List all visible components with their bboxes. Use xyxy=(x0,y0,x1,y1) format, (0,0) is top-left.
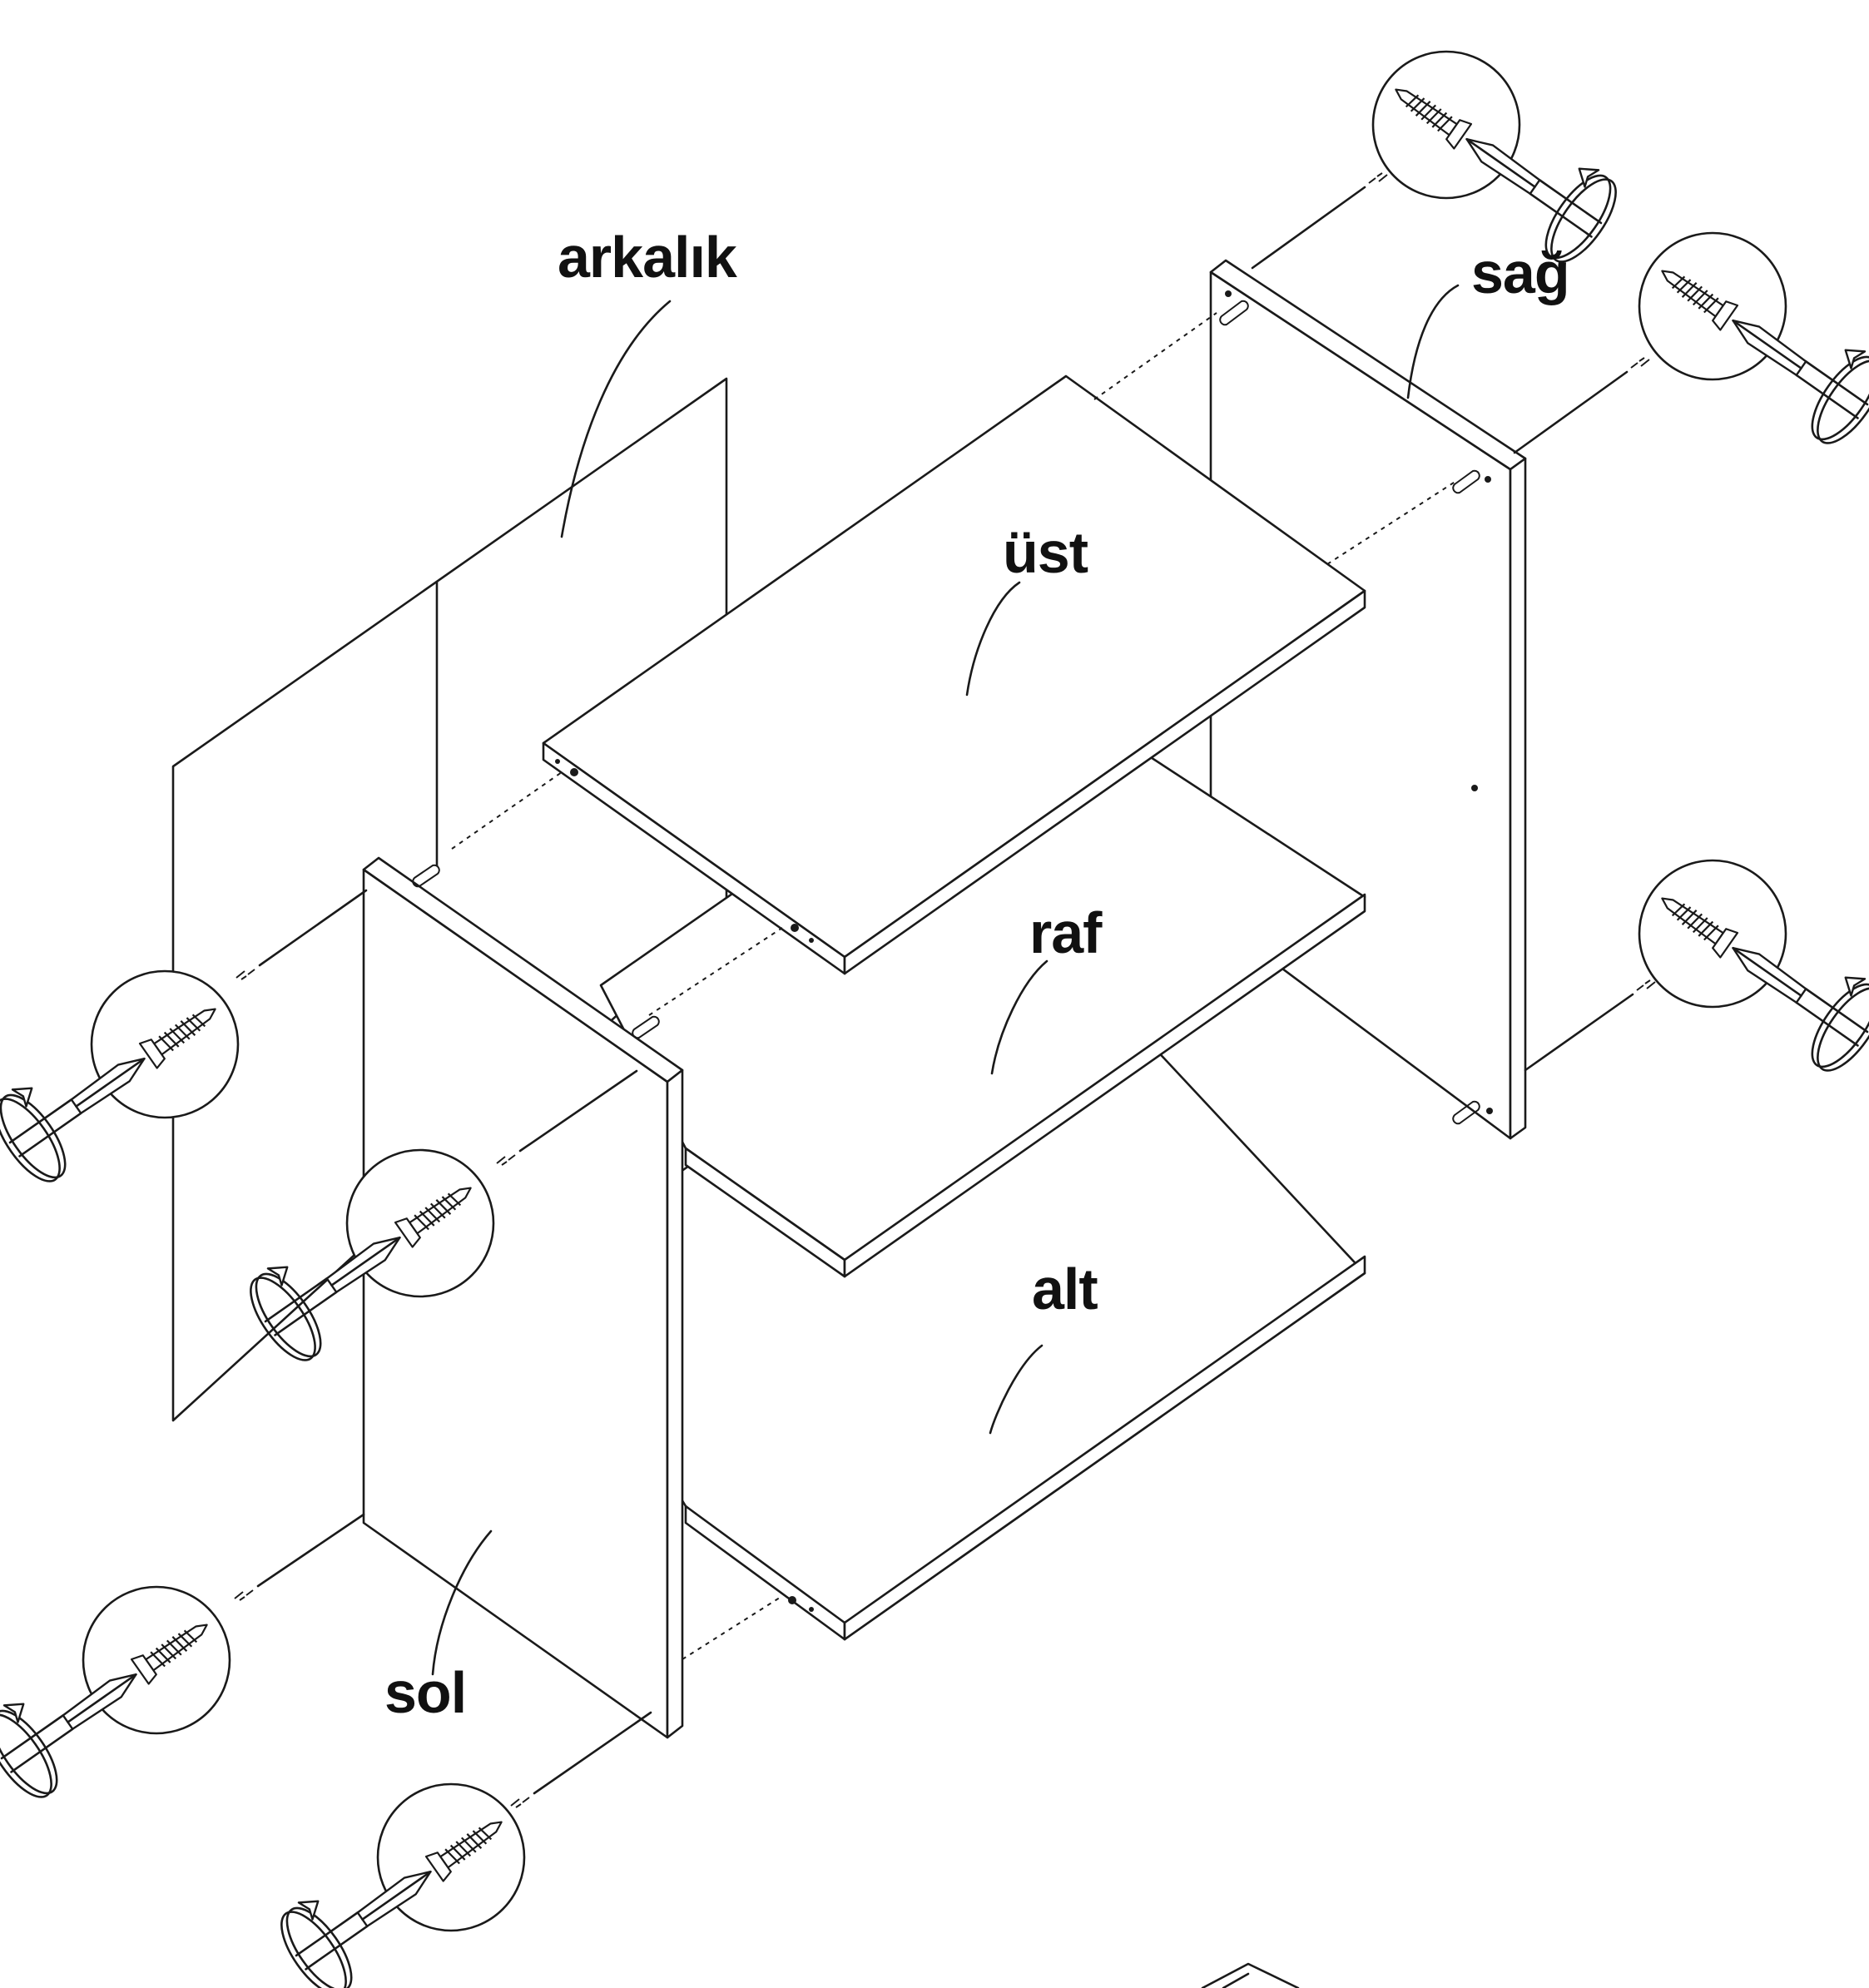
screwdriver-screw-icon xyxy=(0,1585,231,1808)
dowel-guide-lines xyxy=(451,312,1457,1660)
screwdriver-screw-icon xyxy=(1371,50,1630,273)
label-back: arkalık xyxy=(558,225,737,290)
right-panel xyxy=(1209,259,1527,1140)
shelf-panel xyxy=(599,681,1366,1278)
next-step-fragment xyxy=(1201,1962,1300,1988)
screw-guide-lines xyxy=(234,172,1656,1808)
screwdriver-screw-icon xyxy=(1638,859,1869,1082)
screwdriver-screw-icon xyxy=(267,1782,526,1988)
left-panel xyxy=(362,856,684,1739)
label-left: sol xyxy=(384,1660,466,1725)
label-leaders xyxy=(431,284,1460,1676)
screwdriver-screw-icon xyxy=(1638,231,1869,454)
label-top: üst xyxy=(1003,520,1088,585)
label-shelf: raf xyxy=(1029,900,1103,965)
label-bottom: alt xyxy=(1032,1257,1098,1321)
top-panel xyxy=(542,374,1366,975)
label-right: sağ xyxy=(1471,240,1569,305)
